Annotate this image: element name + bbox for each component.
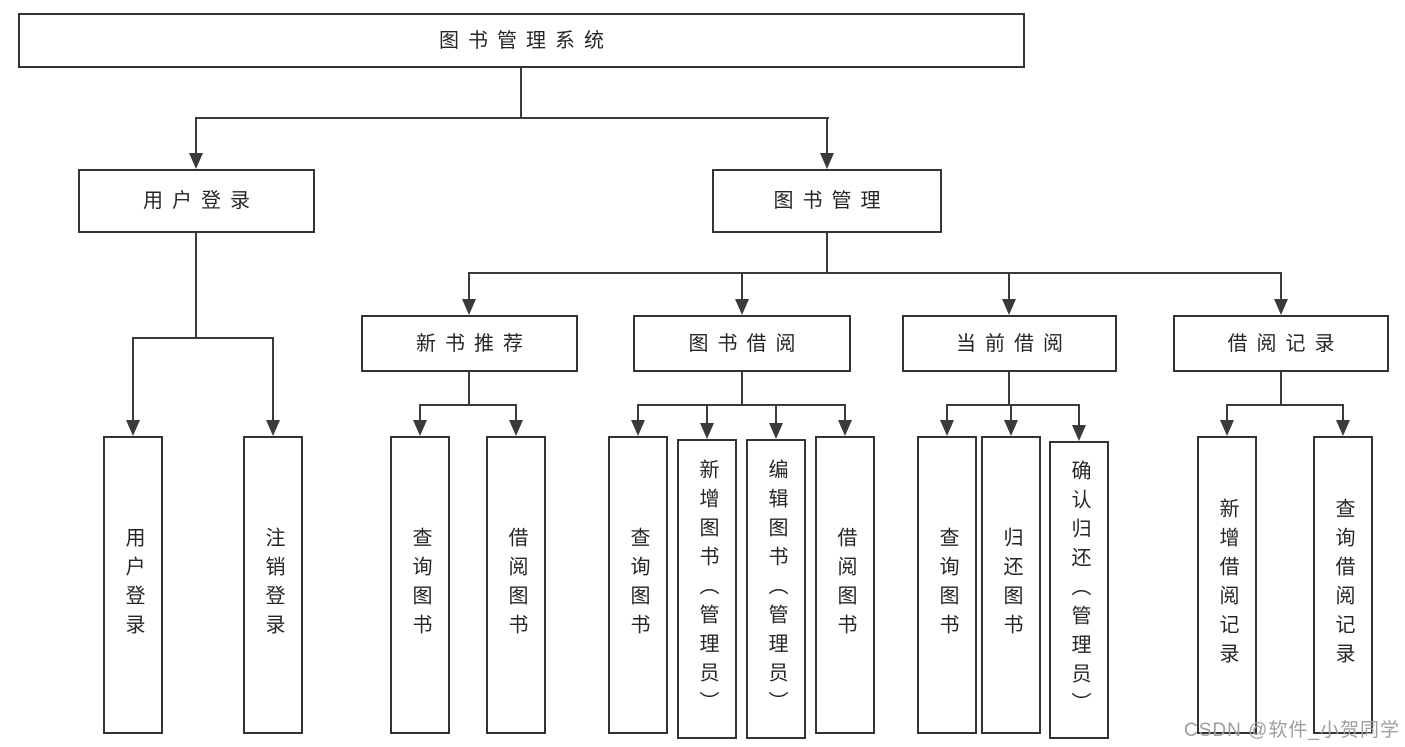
connector-br-stem — [1280, 372, 1282, 405]
leaf-cb-query-books: 查询图书 — [917, 436, 977, 734]
node-new-book-recommend-label: 新书推荐 — [416, 332, 532, 355]
leaf-bb-add-books-admin-label: 新增图书（管理员） — [696, 458, 718, 720]
arrowhead-cb-return — [1004, 420, 1018, 436]
connector-drop-new-book — [468, 272, 470, 300]
node-user-login: 用户登录 — [78, 169, 315, 233]
node-root-label: 图书管理系统 — [439, 29, 613, 52]
node-user-login-label: 用户登录 — [143, 190, 259, 212]
arrowhead-bb-borrow — [838, 420, 852, 436]
arrowhead-book-borrow — [735, 299, 749, 315]
leaf-bb-borrow-books-label: 借阅图书 — [834, 527, 856, 643]
node-book-management: 图书管理 — [712, 169, 942, 233]
arrowhead-user-login — [189, 153, 203, 169]
connector-drop-book-borrow — [741, 272, 743, 300]
connector-drop-br-query — [1342, 404, 1344, 421]
leaf-bb-edit-books-admin-label: 编辑图书（管理员） — [765, 458, 787, 720]
csdn-watermark: CSDN @软件_小贺同学 — [1184, 720, 1400, 741]
connector-drop-leaf-logout — [272, 337, 274, 421]
leaf-br-add-record: 新增借阅记录 — [1197, 436, 1257, 734]
leaf-bb-borrow-books: 借阅图书 — [815, 436, 875, 734]
arrowhead-book-management — [820, 153, 834, 169]
connector-drop-bb-borrow — [844, 404, 846, 421]
node-book-management-label: 图书管理 — [773, 190, 890, 212]
leaf-br-add-record-label: 新增借阅记录 — [1216, 498, 1238, 672]
node-current-borrow-label: 当前借阅 — [956, 332, 1072, 355]
arrowhead-cb-confirm — [1072, 425, 1086, 441]
connector-drop-cb-confirm — [1078, 404, 1080, 426]
leaf-bb-add-books-admin: 新增图书（管理员） — [677, 439, 737, 739]
connector-drop-cb-return — [1010, 404, 1012, 421]
connector-level2-rail — [468, 272, 1282, 274]
connector-br-rail — [1226, 404, 1344, 406]
arrowhead-leaf-user-login — [126, 420, 140, 436]
connector-drop-cb-query — [946, 404, 948, 421]
connector-nbr-rail — [419, 404, 517, 406]
connector-bb-stem — [741, 372, 743, 405]
connector-drop-current-borrow — [1008, 272, 1010, 300]
leaf-logout-login: 注销登录 — [243, 436, 303, 734]
arrowhead-nbr-borrow — [509, 420, 523, 436]
node-borrow-records: 借阅记录 — [1173, 315, 1389, 372]
connector-user-login-rail — [132, 337, 274, 339]
node-borrow-records-label: 借阅记录 — [1227, 332, 1344, 355]
leaf-user-login-label: 用户登录 — [122, 527, 144, 643]
node-root: 图书管理系统 — [18, 13, 1025, 68]
leaf-br-query-record: 查询借阅记录 — [1313, 436, 1373, 734]
connector-cb-rail — [946, 404, 1080, 406]
leaf-logout-login-label: 注销登录 — [262, 527, 284, 643]
connector-drop-bb-query — [637, 404, 639, 421]
arrowhead-borrow-records — [1274, 299, 1288, 315]
leaf-cb-return-books-label: 归还图书 — [1000, 527, 1022, 643]
connector-drop-book-management — [826, 117, 828, 153]
leaf-bb-query-books: 查询图书 — [608, 436, 668, 734]
arrowhead-nbr-query — [413, 420, 427, 436]
leaf-bb-query-books-label: 查询图书 — [627, 527, 649, 643]
connector-drop-bb-edit — [775, 404, 777, 424]
connector-drop-user-login — [195, 117, 197, 153]
connector-drop-leaf-user-login — [132, 337, 134, 421]
connector-drop-bb-add — [706, 404, 708, 424]
connector-drop-nbr-borrow — [515, 404, 517, 421]
connector-book-management-stem — [826, 233, 828, 274]
leaf-cb-confirm-return-admin: 确认归还（管理员） — [1049, 441, 1109, 739]
arrowhead-bb-query — [631, 420, 645, 436]
connector-user-login-stem — [195, 233, 197, 339]
leaf-cb-return-books: 归还图书 — [981, 436, 1041, 734]
connector-drop-nbr-query — [419, 404, 421, 421]
leaf-bb-edit-books-admin: 编辑图书（管理员） — [746, 439, 806, 739]
node-book-borrow-label: 图书借阅 — [688, 332, 805, 355]
leaf-nbr-query-books: 查询图书 — [390, 436, 450, 734]
connector-nbr-stem — [468, 372, 470, 405]
arrowhead-bb-edit — [769, 423, 783, 439]
node-book-borrow: 图书借阅 — [633, 315, 851, 372]
leaf-nbr-borrow-books-label: 借阅图书 — [505, 527, 527, 643]
leaf-nbr-borrow-books: 借阅图书 — [486, 436, 546, 734]
connector-cb-stem — [1008, 372, 1010, 405]
leaf-br-query-record-label: 查询借阅记录 — [1332, 498, 1354, 672]
arrowhead-cb-query — [940, 420, 954, 436]
connector-drop-borrow-records — [1280, 272, 1282, 300]
connector-bb-rail — [637, 404, 846, 406]
arrowhead-new-book — [462, 299, 476, 315]
node-new-book-recommend: 新书推荐 — [361, 315, 578, 372]
leaf-cb-query-books-label: 查询图书 — [936, 527, 958, 643]
arrowhead-br-query — [1336, 420, 1350, 436]
leaf-user-login: 用户登录 — [103, 436, 163, 734]
node-current-borrow: 当前借阅 — [902, 315, 1117, 372]
leaf-cb-confirm-return-admin-label: 确认归还（管理员） — [1068, 459, 1090, 721]
connector-drop-br-add — [1226, 404, 1228, 421]
arrowhead-br-add — [1220, 420, 1234, 436]
arrowhead-bb-add — [700, 423, 714, 439]
connector-root-stem — [520, 68, 522, 118]
connector-level1-rail — [196, 117, 829, 119]
arrowhead-leaf-logout — [266, 420, 280, 436]
arrowhead-current-borrow — [1002, 299, 1016, 315]
leaf-nbr-query-books-label: 查询图书 — [409, 527, 431, 643]
